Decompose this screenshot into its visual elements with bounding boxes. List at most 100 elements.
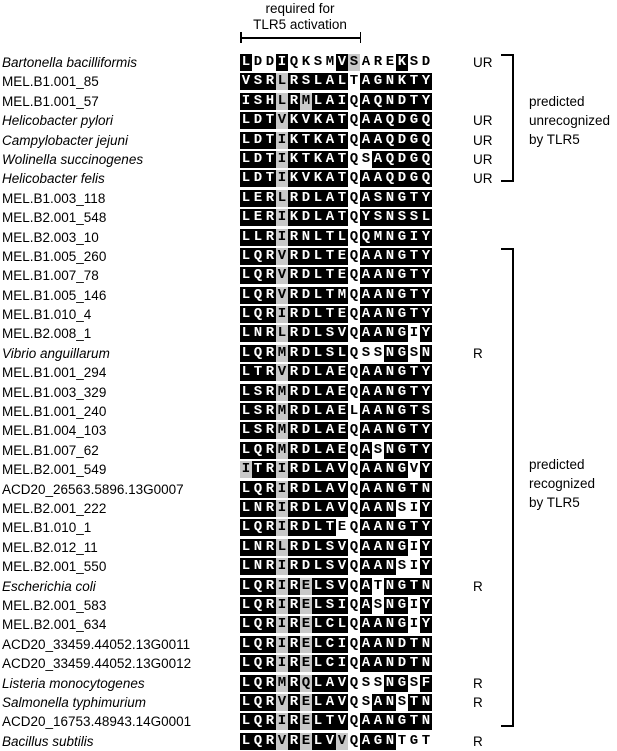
residue: I [408, 558, 420, 576]
residue: A [360, 480, 372, 498]
residue: E [336, 267, 348, 285]
unrecognized-bracket-vertical [512, 54, 514, 181]
unrecognized-label-line-2: unrecognized [529, 113, 611, 128]
residue: A [360, 422, 372, 440]
residue: S [252, 403, 264, 421]
residue: D [300, 499, 312, 517]
residue: R [288, 92, 300, 110]
residue: D [264, 54, 276, 71]
residue: L [312, 732, 324, 750]
status-label: UR [473, 113, 493, 129]
residue: E [300, 713, 312, 731]
residue: T [408, 189, 420, 207]
residue: F [420, 674, 432, 692]
residue: R [288, 403, 300, 421]
residue: Q [348, 92, 360, 110]
residue: T [408, 286, 420, 304]
residue: K [288, 170, 300, 188]
residue: N [384, 325, 396, 343]
residue: L [312, 499, 324, 517]
status-label: UR [473, 132, 493, 148]
residue: N [252, 325, 264, 343]
residue: G [408, 170, 420, 188]
residue: V [336, 674, 348, 692]
residue: S [324, 538, 336, 556]
residue: L [336, 228, 348, 246]
residue: T [336, 150, 348, 168]
residue: N [384, 596, 396, 614]
status-label [473, 499, 493, 518]
residue: Y [420, 461, 432, 479]
residue: V [336, 538, 348, 556]
residue: E [300, 577, 312, 595]
residue: M [276, 383, 288, 401]
residue: C [324, 616, 336, 634]
residue: Q [348, 209, 360, 227]
residue: N [384, 228, 396, 246]
residue: A [360, 92, 372, 110]
residue: G [372, 73, 384, 91]
residue: G [396, 538, 408, 556]
residue: L [240, 441, 252, 459]
residue: Q [348, 674, 360, 692]
residue: Q [360, 228, 372, 246]
residue: E [336, 364, 348, 382]
residue: N [420, 635, 432, 653]
residue: Y [420, 189, 432, 207]
recognized-group-label: predicted recognized by TLR5 [529, 455, 595, 512]
residue: N [384, 422, 396, 440]
residue: G [396, 519, 408, 537]
status-label [473, 480, 493, 499]
residue: L [240, 674, 252, 692]
residue: Q [384, 112, 396, 130]
residue: S [324, 344, 336, 362]
residue: Y [420, 383, 432, 401]
residue: D [396, 655, 408, 673]
residue: V [276, 693, 288, 711]
residue: V [336, 325, 348, 343]
residue: S [372, 674, 384, 692]
residue: E [252, 209, 264, 227]
residue: E [336, 247, 348, 265]
residue: A [360, 558, 372, 576]
residue: Q [252, 655, 264, 673]
residue: E [384, 54, 396, 71]
residue: R [264, 538, 276, 556]
status-label [473, 441, 493, 460]
residue: A [360, 286, 372, 304]
residue: V [240, 73, 252, 91]
status-label [473, 189, 493, 208]
residue: Q [348, 480, 360, 498]
residue: S [252, 383, 264, 401]
residue: N [252, 558, 264, 576]
residue: A [324, 73, 336, 91]
residue: I [240, 461, 252, 479]
residue: T [324, 713, 336, 731]
residue: D [300, 538, 312, 556]
residue: T [300, 131, 312, 149]
residue: T [264, 170, 276, 188]
residue: L [312, 616, 324, 634]
residue: L [312, 209, 324, 227]
residue: T [264, 150, 276, 168]
residue: D [300, 461, 312, 479]
species-name: Bartonella bacilliformis [2, 55, 138, 70]
species-name: ACD20_33459.44052.13G0012 [2, 656, 192, 672]
residue: T [300, 150, 312, 168]
residue: R [264, 228, 276, 246]
residue: K [288, 150, 300, 168]
residue: V [276, 267, 288, 285]
residue: A [360, 189, 372, 207]
residue: I [276, 558, 288, 576]
residue: Y [420, 499, 432, 517]
residue: G [396, 364, 408, 382]
residue: Q [252, 732, 264, 750]
residue: Q [420, 112, 432, 130]
residue: R [288, 422, 300, 440]
residue: G [396, 422, 408, 440]
status-label [473, 383, 493, 402]
residue: Q [252, 713, 264, 731]
